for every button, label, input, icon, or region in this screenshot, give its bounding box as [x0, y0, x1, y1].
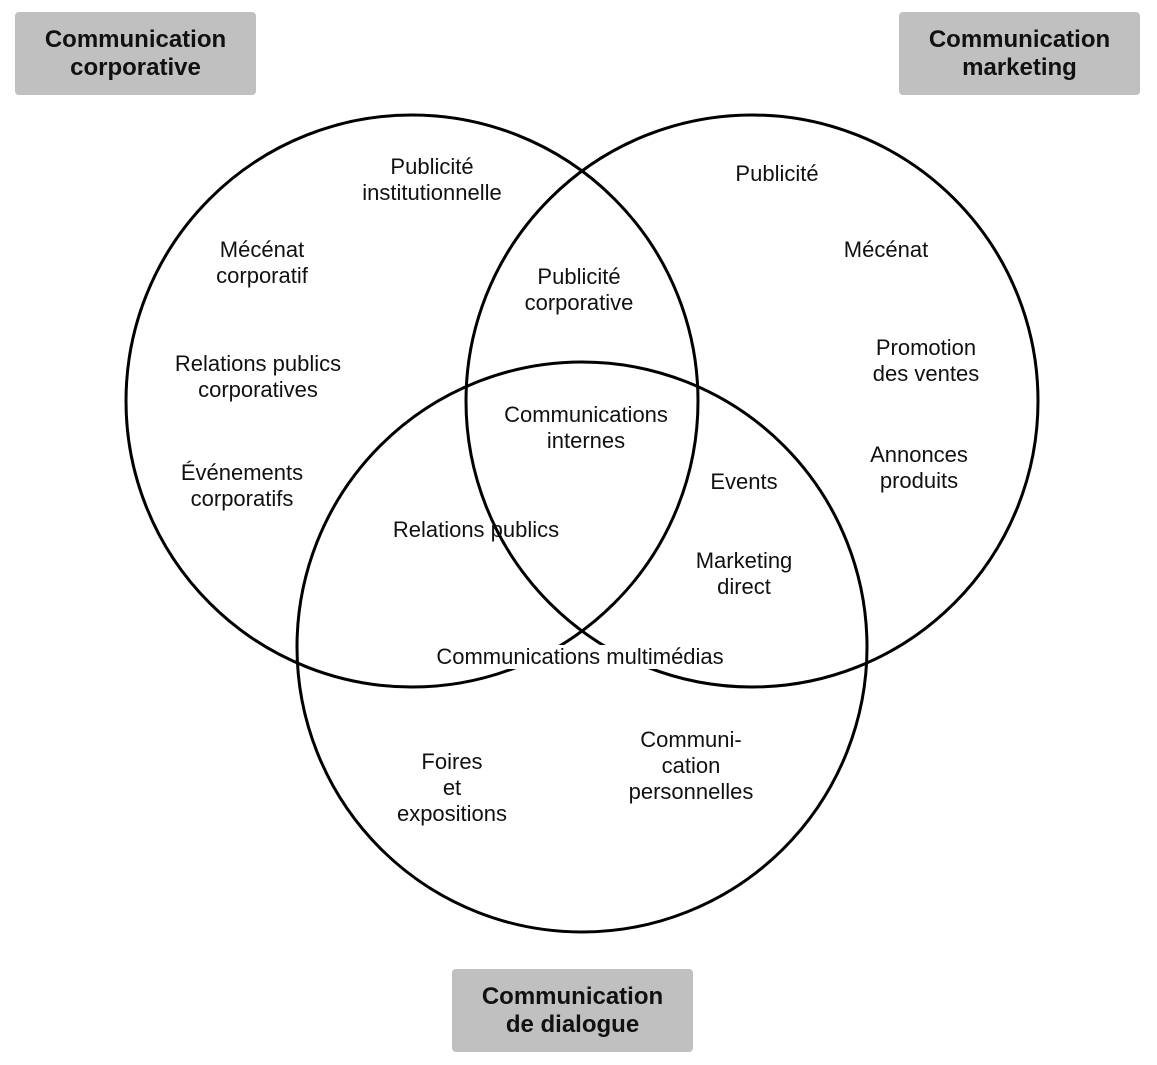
- label-line: Annonces: [870, 442, 968, 467]
- label-line: Marketing: [695, 548, 793, 573]
- label-line: Promotion: [875, 335, 977, 360]
- label-line: produits: [879, 468, 959, 493]
- label-line: direct: [717, 574, 771, 599]
- label-line: Publicité: [735, 161, 819, 186]
- label-line: et: [442, 775, 462, 800]
- label-line: des ventes: [872, 361, 980, 386]
- label-communication-personnelles: Communi- cation personnelles: [629, 727, 754, 805]
- category-marketing-line2: marketing: [962, 53, 1077, 81]
- label-line: corporatif: [216, 263, 308, 288]
- label-events: Events: [710, 469, 777, 495]
- label-communications-multimedias: Communications multimédias: [434, 644, 726, 669]
- label-line: Events: [710, 469, 778, 494]
- label-publicite-institutionnelle: Publicité institutionnelle: [362, 154, 501, 206]
- category-dialogue-line2: de dialogue: [505, 1010, 640, 1038]
- category-marketing: Communication marketing: [899, 12, 1140, 95]
- label-mecenat: Mécénat: [844, 237, 928, 263]
- label-evenements-corporatifs: Événements corporatifs: [181, 460, 303, 512]
- label-line: cation: [661, 753, 721, 778]
- category-dialogue-line1: Communication: [481, 982, 664, 1010]
- label-line: corporatifs: [190, 486, 294, 511]
- label-line: Relations publics: [392, 517, 560, 542]
- label-line: Foires: [421, 749, 483, 774]
- label-line: corporatives: [198, 377, 318, 402]
- label-line: corporative: [524, 290, 634, 315]
- circle-marketing: [464, 113, 1040, 689]
- label-line: Relations publics: [174, 351, 342, 376]
- label-line: Communications: [504, 402, 668, 427]
- label-publicite: Publicité: [735, 161, 818, 187]
- label-line: institutionnelle: [362, 180, 502, 205]
- label-foires-et-expositions: Foires et expositions: [397, 749, 507, 827]
- label-mecenat-corporatif: Mécénat corporatif: [216, 237, 308, 289]
- label-annonces-produits: Annonces produits: [870, 442, 968, 494]
- label-publicite-corporative: Publicité corporative: [525, 264, 634, 316]
- label-line: internes: [546, 428, 626, 453]
- label-line: Événements: [180, 460, 304, 485]
- label-line: Publicité: [537, 264, 621, 289]
- category-corporate-line1: Communication: [44, 25, 227, 53]
- label-line: Mécénat: [843, 237, 929, 262]
- label-line: Communi-: [640, 727, 742, 752]
- label-relations-publics: Relations publics: [393, 517, 559, 543]
- label-communications-internes: Communications internes: [504, 402, 668, 454]
- label-relations-publics-corporatives: Relations publics corporatives: [175, 351, 341, 403]
- label-line: personnelles: [628, 779, 754, 804]
- label-line: Publicité: [390, 154, 474, 179]
- circle-dialogue: [295, 360, 869, 934]
- category-corporate: Communication corporative: [15, 12, 256, 95]
- category-corporate-line2: corporative: [70, 53, 201, 81]
- label-line: Mécénat: [219, 237, 305, 262]
- category-dialogue: Communication de dialogue: [452, 969, 693, 1052]
- circle-corporate: [124, 113, 700, 689]
- label-line: expositions: [396, 801, 508, 826]
- label-line: Communications multimédias: [436, 644, 724, 669]
- label-marketing-direct: Marketing direct: [696, 548, 793, 600]
- category-marketing-line1: Communication: [928, 25, 1111, 53]
- label-promotion-des-ventes: Promotion des ventes: [873, 335, 979, 387]
